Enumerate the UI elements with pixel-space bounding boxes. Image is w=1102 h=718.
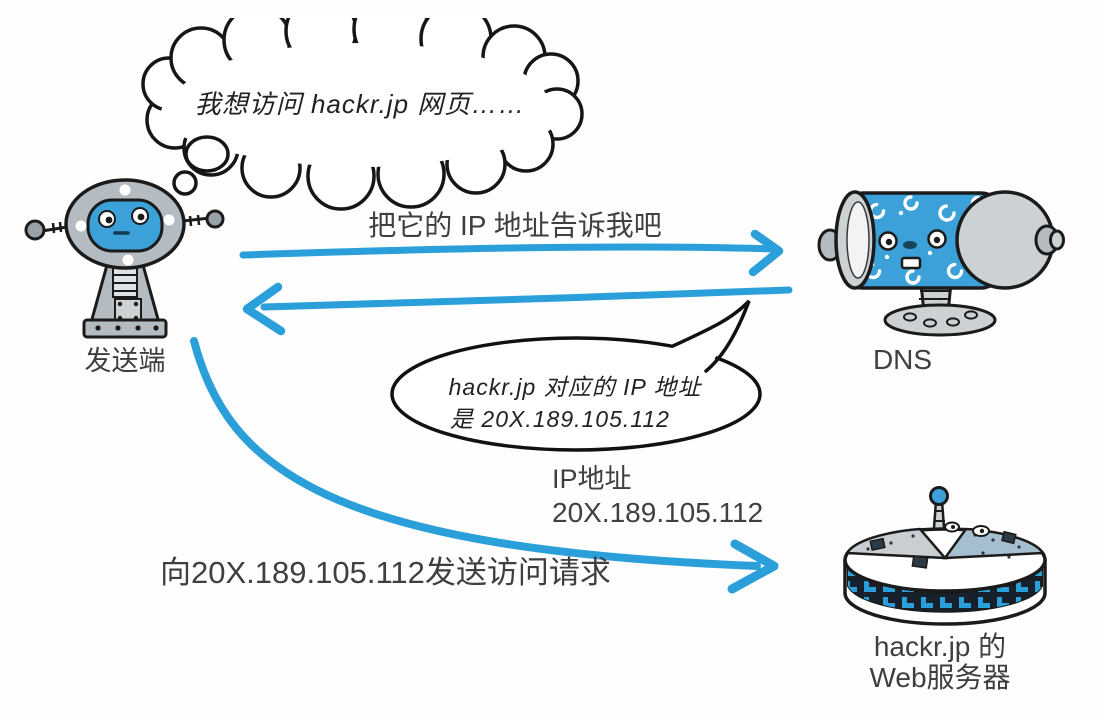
thought-cloud	[141, 18, 584, 211]
thought-bubble-mid-circle	[184, 135, 230, 173]
access-arrow	[190, 337, 779, 594]
web-server-label-line2: Web服务器	[869, 662, 1011, 693]
reply-text-line1: hackr.jp 对应的 IP 地址	[448, 374, 702, 400]
sender-robot	[24, 178, 225, 339]
request-arrow-label: 把它的 IP 地址告诉我吧	[368, 210, 662, 241]
access-arrow-label: 向20X.189.105.112发送访问请求	[160, 555, 611, 590]
thought-bubble-text: 我想访问 hackr.jp 网页……	[194, 89, 526, 119]
reply-speech-bubble	[390, 299, 762, 452]
sender-label: 发送端	[84, 346, 166, 376]
ip-caption-line2: 20X.189.105.112	[552, 497, 764, 528]
response-arrow	[242, 282, 793, 336]
thought-bubble-small-circle	[172, 170, 198, 196]
reply-text-line2: 是 20X.189.105.112	[450, 406, 670, 432]
web-server-label-line1: hackr.jp 的	[873, 631, 1007, 662]
dns-label: DNS	[872, 344, 933, 375]
web-server	[843, 486, 1047, 626]
dns-server	[817, 190, 1065, 337]
request-arrow	[239, 229, 784, 277]
ip-caption-line1: IP地址	[552, 464, 632, 494]
